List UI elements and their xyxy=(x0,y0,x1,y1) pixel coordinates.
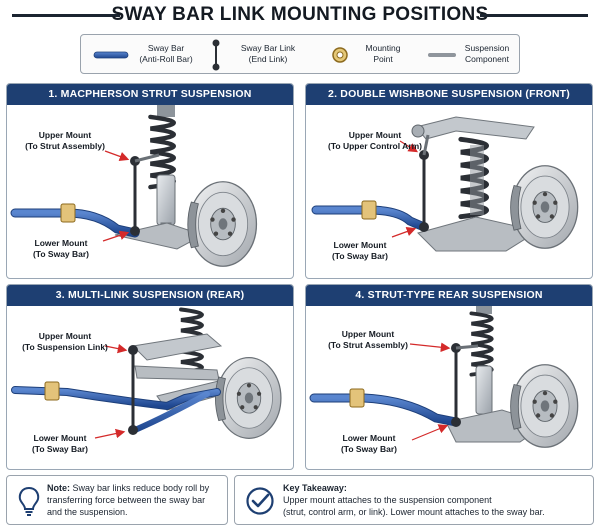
sway-bar-link xyxy=(419,134,430,232)
lower-mount-label: Lower Mount xyxy=(34,238,88,248)
lower-mount-callout: Lower Mount (To Sway Bar) xyxy=(316,240,404,262)
sway-bar xyxy=(311,200,429,232)
title-rule-left xyxy=(12,14,120,17)
upper-mount-label: Upper Mount xyxy=(38,331,92,341)
takeaway-box: Key Takeaway: Upper mount attaches to th… xyxy=(234,475,594,525)
title-rule-right xyxy=(480,14,588,17)
legend: Sway Bar (Anti-Roll Bar) Sway Bar Link (… xyxy=(80,34,520,74)
sway-bar xyxy=(309,388,461,427)
upper-link xyxy=(131,333,223,361)
legend-end-link-sub: (End Link) xyxy=(248,54,288,64)
legend-component-sub: Component xyxy=(465,54,509,64)
sway-bar-link xyxy=(130,153,160,236)
strut-rear-illustration xyxy=(309,306,579,448)
upper-mount-callout: Upper Mount (To Suspension Link) xyxy=(17,331,113,353)
upper-control-arm xyxy=(415,116,535,140)
lower-mount-callout: Lower Mount (To Sway Bar) xyxy=(17,433,103,455)
bushing-icon xyxy=(332,47,348,63)
panel-title: 1. MACPHERSON STRUT SUSPENSION xyxy=(7,84,293,105)
upper-mount-callout: Upper Mount (To Strut Assembly) xyxy=(320,329,416,351)
upper-mount-callout: Upper Mount (To Strut Assembly) xyxy=(17,130,113,152)
lower-mount-callout: Lower Mount (To Sway Bar) xyxy=(326,433,412,455)
title-row: SWAY BAR LINK MOUNTING POSITIONS xyxy=(0,2,600,28)
lower-mount-label: Lower Mount xyxy=(342,433,396,443)
note-text: Note: Sway bar links reduce body roll by… xyxy=(47,482,227,518)
legend-mount-sub: Point xyxy=(373,54,393,64)
page-title: SWAY BAR LINK MOUNTING POSITIONS xyxy=(111,4,489,25)
takeaway-line-2: (strut, control arm, or link). Lower mou… xyxy=(283,507,545,517)
note-line-3: and the suspension. xyxy=(47,507,128,517)
wheel-hub xyxy=(187,181,258,267)
sway-bar xyxy=(10,203,140,238)
note-line-1: Sway bar links reduce body roll by xyxy=(72,483,210,493)
upper-mount-sub: (To Strut Assembly) xyxy=(328,340,408,350)
sway-bar-link xyxy=(128,345,138,435)
checkmark-circle-icon xyxy=(246,487,274,515)
legend-sway-bar-label: Sway Bar xyxy=(147,43,185,53)
note-label: Note: xyxy=(47,483,70,493)
component-line-icon xyxy=(428,53,456,57)
sway-bar-link xyxy=(451,343,479,427)
note-box: Note: Sway bar links reduce body roll by… xyxy=(6,475,228,525)
legend-sway-bar-sub: (Anti-Roll Bar) xyxy=(139,54,193,64)
legend-mount-label: Mounting xyxy=(365,43,401,53)
lower-control-arm xyxy=(417,216,540,252)
macpherson-illustration xyxy=(10,105,258,267)
upper-mount-callout: Upper Mount (To Upper Control Arm) xyxy=(320,130,430,152)
legend-end-link-label: Sway Bar Link xyxy=(240,43,296,53)
lower-mount-sub: (To Sway Bar) xyxy=(32,249,90,259)
lower-mount-callout: Lower Mount (To Sway Bar) xyxy=(17,238,105,260)
legend-sway-bar: Sway Bar (Anti-Roll Bar) xyxy=(91,35,201,75)
lower-mount-label: Lower Mount xyxy=(33,433,87,443)
takeaway-line-1: Upper mount attaches to the suspension c… xyxy=(283,495,492,505)
sway-bar xyxy=(11,381,221,433)
legend-component-label: Suspension xyxy=(464,43,510,53)
note-line-2: transferring force between the sway bar xyxy=(47,495,206,505)
lower-mount-sub: (To Sway Bar) xyxy=(340,444,398,454)
upper-mount-label: Upper Mount xyxy=(341,329,395,339)
lower-mount-sub: (To Sway Bar) xyxy=(31,444,89,454)
panel-title: 3. MULTI-LINK SUSPENSION (REAR) xyxy=(7,285,293,306)
panel-multi-link: 3. MULTI-LINK SUSPENSION (REAR) Upper Mo… xyxy=(6,284,294,470)
panel-strut-rear: 4. STRUT-TYPE REAR SUSPENSION Upper Moun… xyxy=(305,284,593,470)
upper-mount-label: Upper Mount xyxy=(348,130,402,140)
panel-double-wishbone: 2. DOUBLE WISHBONE SUSPENSION (FRONT) Up… xyxy=(305,83,593,279)
lower-mount-sub: (To Sway Bar) xyxy=(331,251,389,261)
legend-mount: Mounting Point xyxy=(327,35,417,75)
wheel-hub xyxy=(214,356,282,440)
upper-mount-sub: (To Strut Assembly) xyxy=(25,141,105,151)
panel-title: 4. STRUT-TYPE REAR SUSPENSION xyxy=(306,285,592,306)
panel-title: 2. DOUBLE WISHBONE SUSPENSION (FRONT) xyxy=(306,84,592,105)
upper-mount-sub: (To Suspension Link) xyxy=(22,342,108,352)
panel-macpherson: 1. MACPHERSON STRUT SUSPENSION Upper Mou… xyxy=(6,83,294,279)
takeaway-label: Key Takeaway: xyxy=(283,483,347,493)
upper-mount-label: Upper Mount xyxy=(38,130,92,140)
multi-link-illustration xyxy=(11,306,282,440)
legend-component: Suspension Component xyxy=(425,35,519,75)
sway-bar-icon xyxy=(93,51,129,59)
lightbulb-icon xyxy=(18,486,40,516)
double-wishbone-illustration xyxy=(311,116,579,252)
end-link-icon xyxy=(212,39,220,71)
strut-assembly xyxy=(471,306,492,415)
legend-end-link: Sway Bar Link (End Link) xyxy=(205,35,315,75)
takeaway-text: Key Takeaway: Upper mount attaches to th… xyxy=(283,482,591,518)
upper-mount-sub: (To Upper Control Arm) xyxy=(328,141,422,151)
lower-mount-label: Lower Mount xyxy=(333,240,387,250)
